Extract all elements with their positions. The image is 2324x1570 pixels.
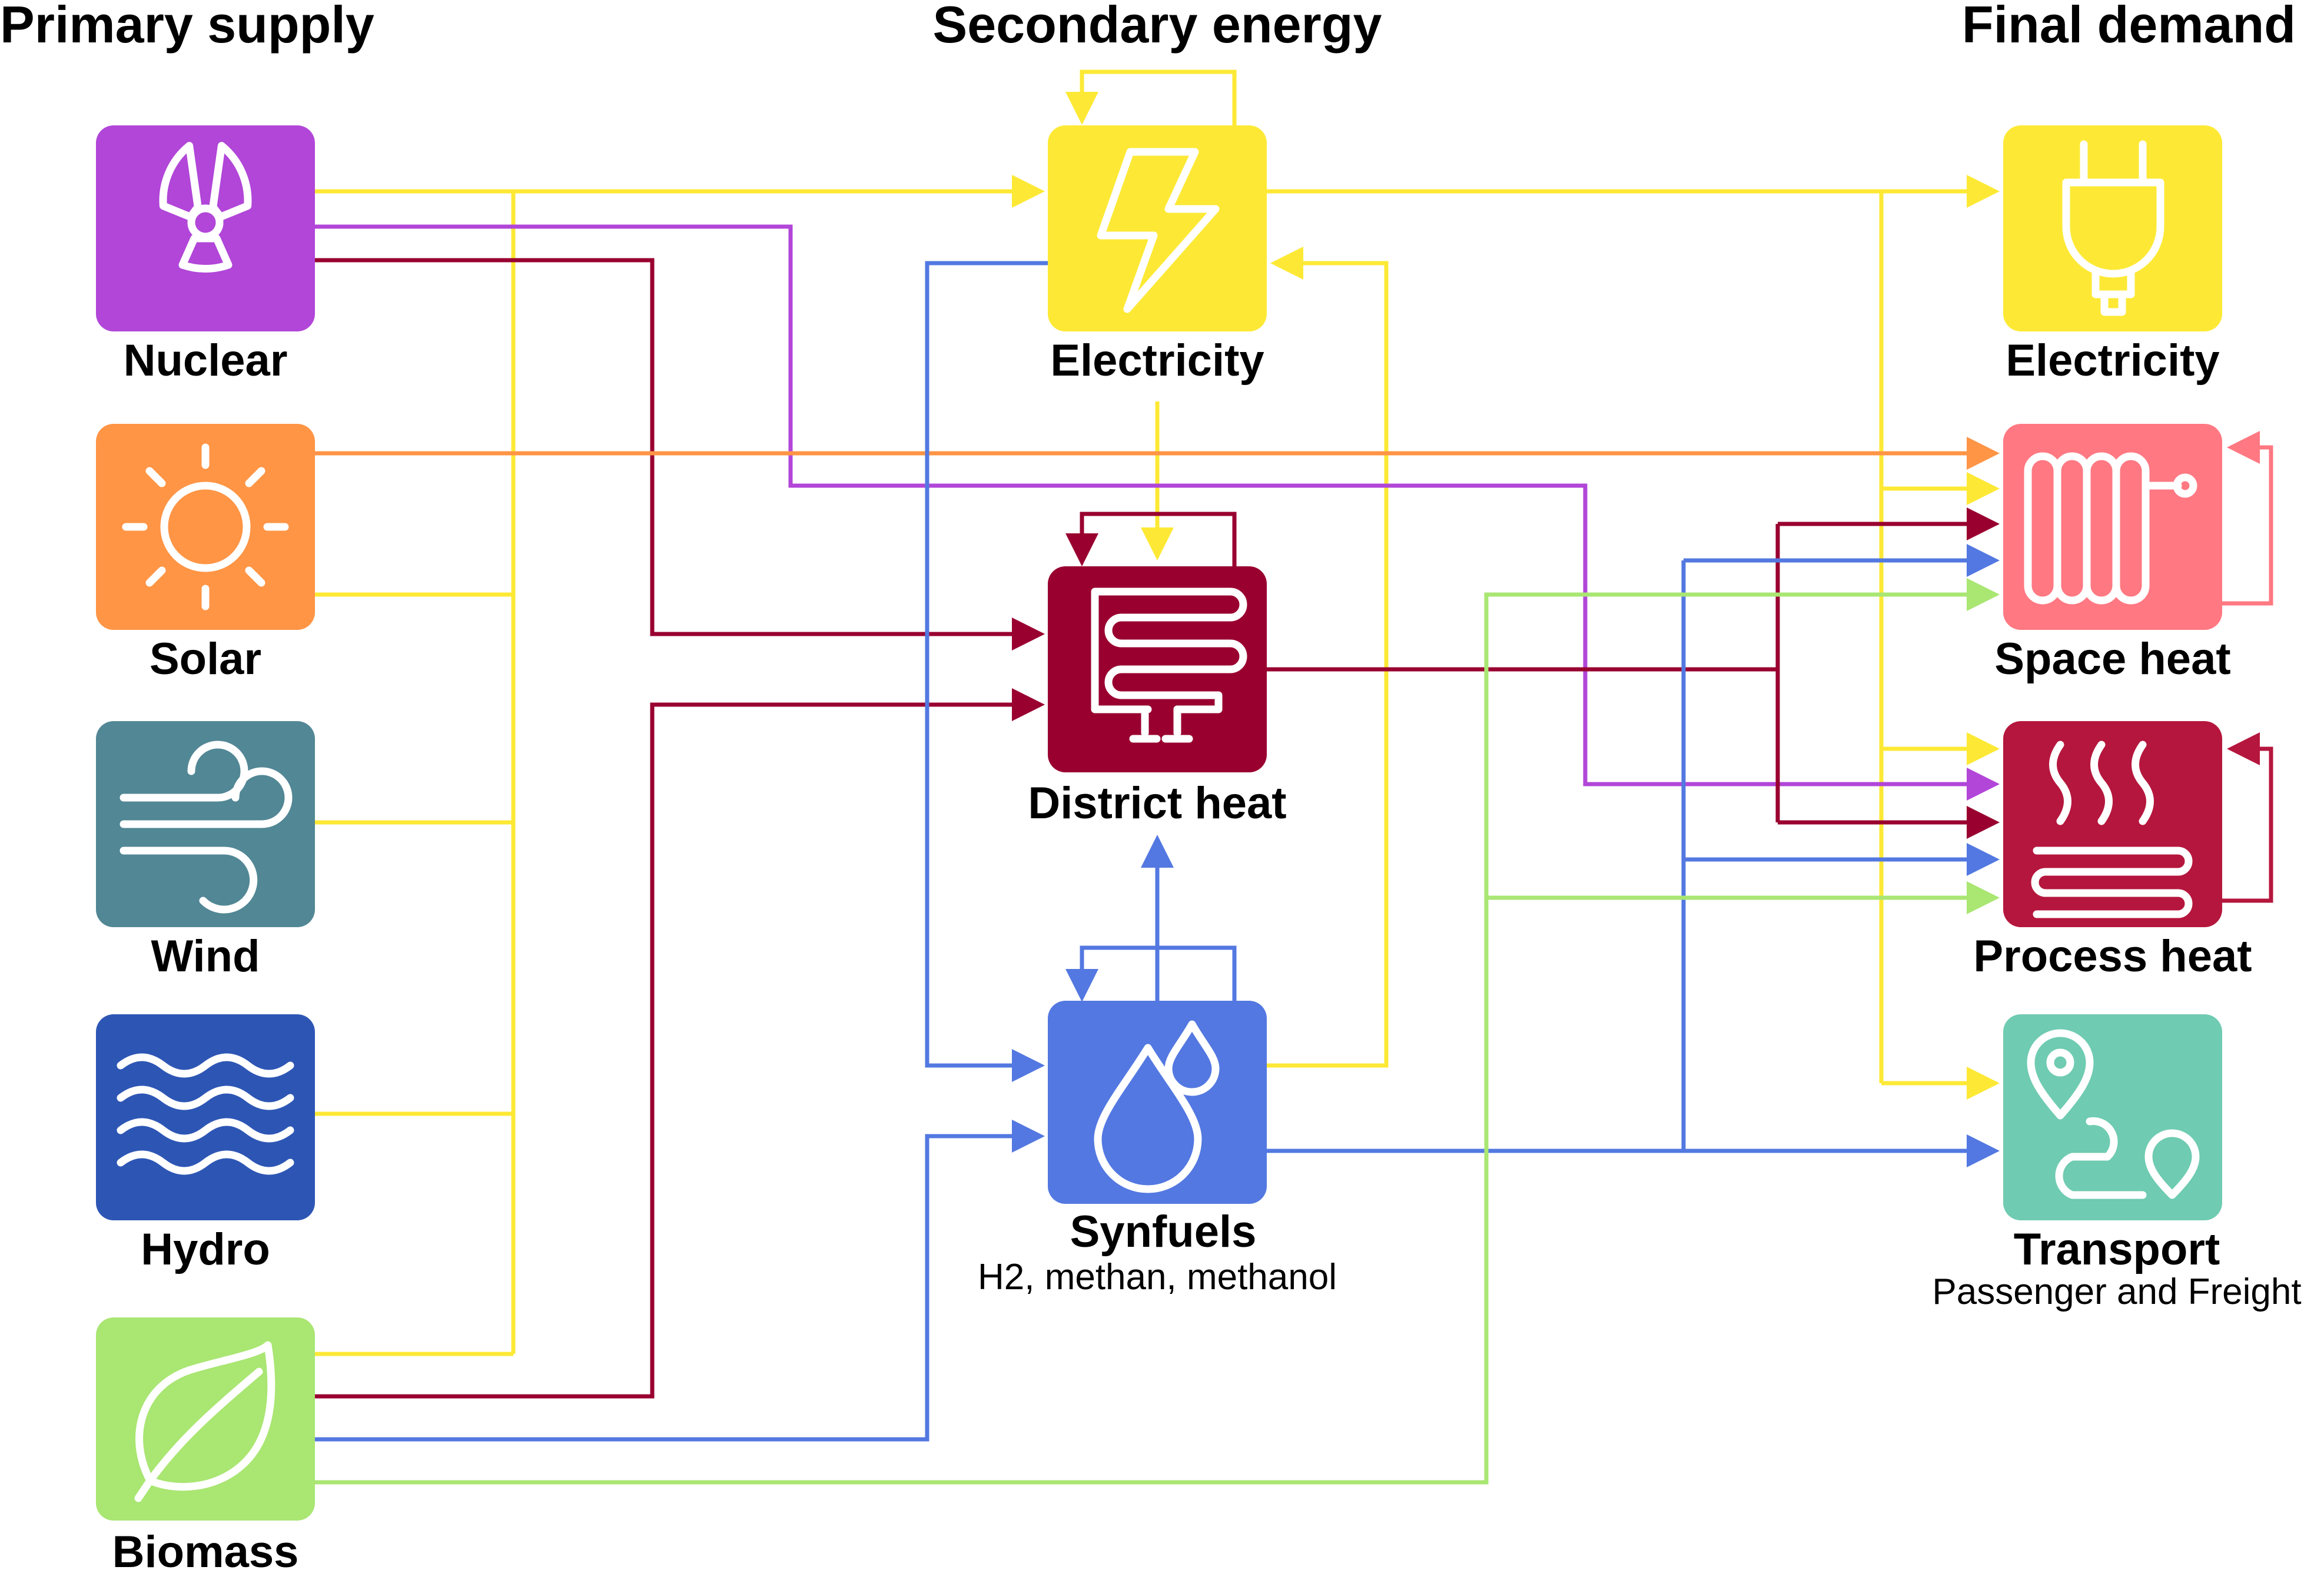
synfuels-label: Synfuels [1070, 1207, 1257, 1257]
node-electricity-demand: Electricity [2003, 125, 2222, 386]
radiation-icon [159, 142, 252, 273]
district-heat-label: District heat [1028, 778, 1286, 828]
flow-biomass-to-district-heat [315, 688, 1045, 1399]
sun-icon [122, 443, 289, 610]
radiator-icon [2024, 452, 2197, 605]
nuclear-box [96, 125, 315, 331]
process-heat-label: Process heat [1973, 931, 2252, 981]
header-final-demand: Final demand [1962, 0, 2296, 54]
flow-lines [315, 69, 2273, 1485]
flow-biomass-to-synfuels [315, 1120, 1045, 1442]
electricity-demand-label: Electricity [2006, 336, 2219, 386]
node-synfuels: Synfuels H2, methan, methanol [978, 1001, 1337, 1297]
biomass-label: Biomass [112, 1527, 299, 1570]
transport-label: Transport [2014, 1224, 2220, 1274]
electricity-label: Electricity [1050, 336, 1264, 386]
route-icon [2027, 1029, 2200, 1199]
header-secondary-energy: Secondary energy [933, 0, 1382, 54]
synfuels-box [1048, 1001, 1267, 1204]
plug-icon [2062, 140, 2164, 316]
flow-nuclear-to-district-heat [315, 258, 1045, 650]
waves-icon [117, 1053, 294, 1175]
header-primary-supply: Primary supply [0, 0, 374, 54]
flow-space-heat-self-loop [2222, 431, 2273, 606]
node-district-heat: District heat [1028, 566, 1287, 828]
hydro-label: Hydro [141, 1224, 270, 1274]
node-process-heat: Process heat [1973, 721, 2252, 981]
node-wind: Wind [96, 721, 315, 981]
flow-district-heat-self-loop [1065, 512, 1237, 568]
flow-nuclear-to-process-heat [315, 224, 2000, 801]
droplets-icon [1094, 1020, 1220, 1193]
wind-icon [119, 741, 293, 914]
flow-electricity-to-synfuels [925, 261, 1048, 1082]
space-heat-label: Space heat [1994, 634, 2230, 684]
electricity-box [1048, 125, 1267, 331]
heating-coil-icon [1091, 587, 1247, 743]
flow-synfuels-to-electricity [1267, 247, 1389, 1068]
node-biomass: Biomass [96, 1317, 315, 1570]
flow-biomass-to-space-heat [315, 578, 2000, 1485]
wind-label: Wind [151, 931, 260, 981]
electricity-demand-box [2003, 125, 2222, 331]
synfuels-sublabel: H2, methan, methanol [978, 1257, 1337, 1297]
nuclear-label: Nuclear [124, 336, 288, 386]
hydro-box [96, 1014, 315, 1220]
lightning-icon [1097, 148, 1220, 313]
node-hydro: Hydro [96, 1014, 315, 1274]
flow-electricity-self-loop [1065, 69, 1237, 127]
leaf-icon [134, 1341, 275, 1502]
flow-process-heat-self-loop [2222, 732, 2273, 903]
node-transport: Transport Passenger and Freight [1932, 1014, 2302, 1312]
node-space-heat: Space heat [1994, 424, 2231, 684]
node-electricity: Electricity [1048, 125, 1267, 386]
node-solar: Solar [96, 424, 315, 684]
flow-synfuels-self-loop [1065, 945, 1237, 1007]
solar-label: Solar [150, 634, 261, 684]
transport-sublabel: Passenger and Freight [1932, 1272, 2301, 1312]
node-nuclear: Nuclear [96, 125, 315, 386]
steam-heat-icon [2031, 741, 2193, 918]
